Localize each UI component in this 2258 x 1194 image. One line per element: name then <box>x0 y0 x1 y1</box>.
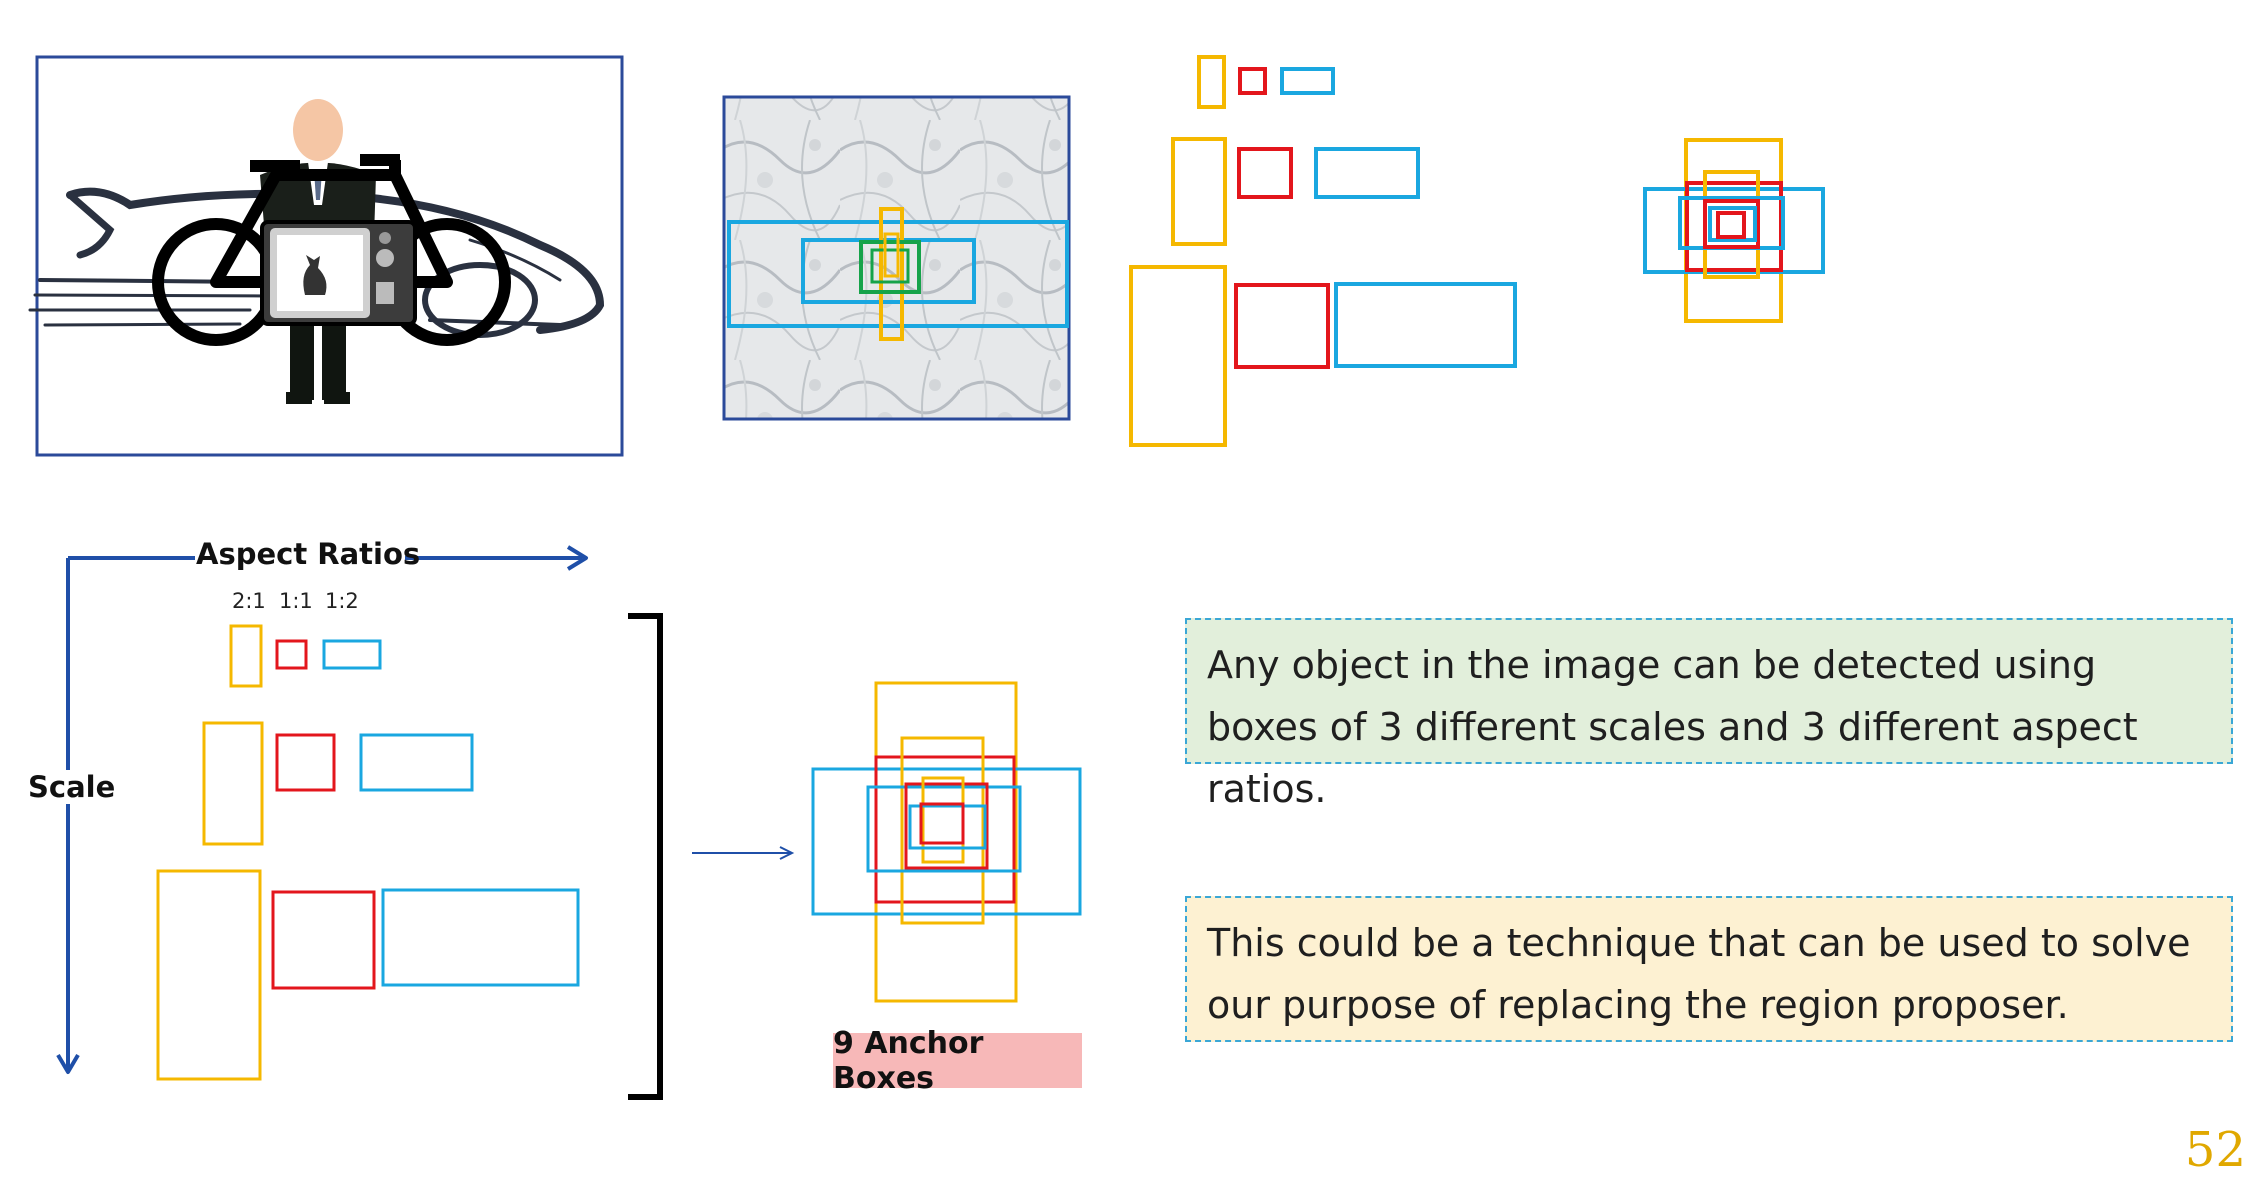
car-silhouette <box>28 187 605 338</box>
illustration-frame <box>35 55 624 457</box>
anchor-boxes-label: 9 Anchor Boxes <box>833 1026 1082 1096</box>
anchor-grid-bottom <box>156 624 580 1081</box>
technique-note: This could be a technique that can be us… <box>1185 896 2233 1042</box>
page-number: 52 <box>2184 1122 2246 1178</box>
bracket <box>628 613 663 1100</box>
man-figure <box>260 99 376 404</box>
result-arrow <box>692 846 795 860</box>
anchor-grid-top <box>1129 55 1517 447</box>
detection-note: Any object in the image can be detected … <box>1185 618 2233 811</box>
marble-image-with-anchors <box>722 95 1071 421</box>
ratio-label-1-1: 1:1 <box>279 589 313 613</box>
ratio-label-2-1: 2:1 <box>232 589 266 613</box>
nested-anchors-top <box>1643 138 1825 323</box>
bicycle <box>152 154 511 346</box>
scale-label: Scale <box>28 770 116 804</box>
axes <box>56 545 588 1074</box>
tv-set <box>260 220 417 326</box>
ratio-label-1-2: 1:2 <box>325 589 359 613</box>
aspect-ratios-label: Aspect Ratios <box>196 537 421 571</box>
nested-anchors-bottom <box>811 681 1082 1003</box>
